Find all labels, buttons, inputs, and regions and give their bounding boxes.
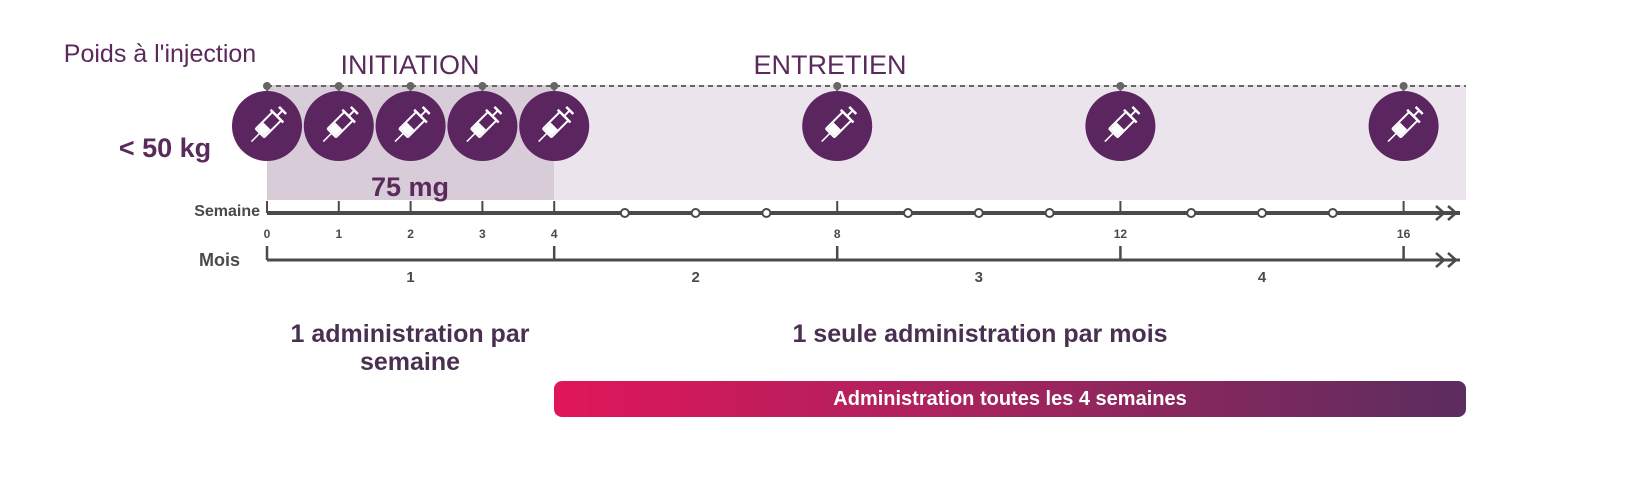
injection-marker [519, 82, 590, 161]
syringe-flange [556, 108, 572, 124]
week-marker [1327, 208, 1338, 218]
injection-marker [375, 82, 446, 161]
syringe-fluid [1110, 122, 1124, 136]
syringe-plunger [276, 109, 284, 117]
syringe-plunger-head [1131, 106, 1141, 115]
week-marker [973, 208, 984, 218]
syringe-icon [821, 106, 858, 143]
injection-marker [447, 82, 518, 161]
syringe-fluid [827, 122, 841, 136]
syringe-flange [839, 108, 855, 124]
syringe-needle [1387, 132, 1398, 143]
injection-marker [1085, 82, 1156, 161]
syringe-plunger [491, 109, 499, 117]
syringe-plunger [563, 109, 571, 117]
week-axis-label: Semaine [194, 203, 260, 220]
phase-maintenance-title: ENTRETIEN [753, 50, 907, 80]
syringe-plunger [347, 109, 356, 117]
syringe-fluid [1393, 122, 1408, 136]
initiation-note: 1 administration par semaine [290, 320, 530, 376]
syringe-icon [538, 106, 575, 143]
syringe-icon [466, 106, 503, 143]
syringe-plunger-head [421, 106, 431, 115]
injection-circle [447, 91, 518, 161]
maintenance-zone [554, 85, 1466, 200]
injection-marker [802, 82, 873, 161]
syringe-plunger [1129, 109, 1137, 117]
marker-dot [550, 82, 559, 90]
month-label: 3 [975, 269, 983, 286]
marker-dot [1399, 82, 1408, 90]
syringe-needle [322, 132, 333, 143]
syringe-plunger [419, 109, 427, 117]
week-marker [1044, 208, 1055, 218]
syringe-icon [1104, 106, 1141, 143]
week-tick-label: 16 [1397, 227, 1411, 241]
syringe-fluid [544, 122, 558, 136]
injection-circle [375, 91, 446, 161]
syringe-fluid [328, 122, 343, 136]
marker-dot [406, 82, 415, 90]
injection-marker [1368, 82, 1439, 161]
syringe-needle [394, 132, 405, 143]
syringe-icon [394, 106, 431, 143]
injection-circle [802, 91, 873, 161]
syringe-needle [250, 132, 261, 143]
syringe-fluid [400, 122, 415, 136]
syringe-plunger-head [349, 106, 359, 115]
phase-initiation-title: INITIATION [340, 50, 480, 80]
syringe-plunger [1412, 109, 1420, 117]
marker-dot [263, 82, 271, 90]
injection-circle [519, 91, 590, 161]
syringe-plunger-head [278, 106, 287, 115]
marker-dot [478, 82, 487, 90]
syringe-plunger-head [565, 106, 575, 115]
syringe-icon [250, 106, 287, 143]
dose-label: 75 mg [370, 172, 450, 202]
injection-marker [303, 82, 374, 161]
syringe-plunger-head [848, 106, 858, 115]
week-marker [1186, 208, 1197, 218]
week-marker [903, 208, 913, 218]
month-axis-label: Mois [198, 250, 240, 270]
week-marker [690, 208, 701, 218]
weight-value: < 50 kg [118, 133, 212, 163]
month-label: 2 [692, 269, 700, 286]
syringe-icon [322, 106, 359, 143]
injection-marker [232, 82, 302, 161]
week-marker [619, 208, 630, 218]
syringe-plunger-head [1414, 106, 1424, 115]
marker-dot [1116, 82, 1125, 90]
marker-dot [334, 82, 343, 90]
syringe-plunger [846, 109, 854, 117]
syringe-needle [1104, 132, 1114, 143]
week-marker [761, 208, 772, 218]
syringe-needle [466, 132, 476, 143]
month-label: 4 [1258, 269, 1267, 286]
month-label: 1 [406, 269, 414, 286]
week-tick-label: 4 [551, 227, 558, 241]
week-tick-label: 12 [1114, 227, 1128, 241]
syringe-icon [1387, 106, 1424, 143]
syringe-needle [821, 132, 831, 143]
week-marker [1257, 208, 1267, 218]
week-tick-label: 2 [407, 227, 414, 241]
maintenance-note: 1 seule administration par mois [792, 320, 1168, 348]
week-tick-label: 1 [335, 227, 342, 241]
weight-label: Poids à l'injection [63, 40, 257, 68]
injection-circle [232, 91, 302, 161]
week-axis-arrow-icon [1435, 205, 1458, 221]
syringe-needle [538, 132, 548, 143]
week-tick-label: 3 [479, 227, 486, 241]
syringe-fluid [472, 122, 486, 136]
syringe-plunger-head [493, 106, 503, 115]
month-axis-arrow-icon [1435, 252, 1458, 268]
week-tick-label: 0 [264, 227, 271, 241]
frequency-banner: Administration toutes les 4 semaines [554, 381, 1466, 417]
marker-dot [833, 82, 842, 90]
week-tick-label: 8 [834, 227, 841, 241]
syringe-fluid [257, 122, 271, 136]
banner-text: Administration toutes les 4 semaines [833, 387, 1187, 410]
